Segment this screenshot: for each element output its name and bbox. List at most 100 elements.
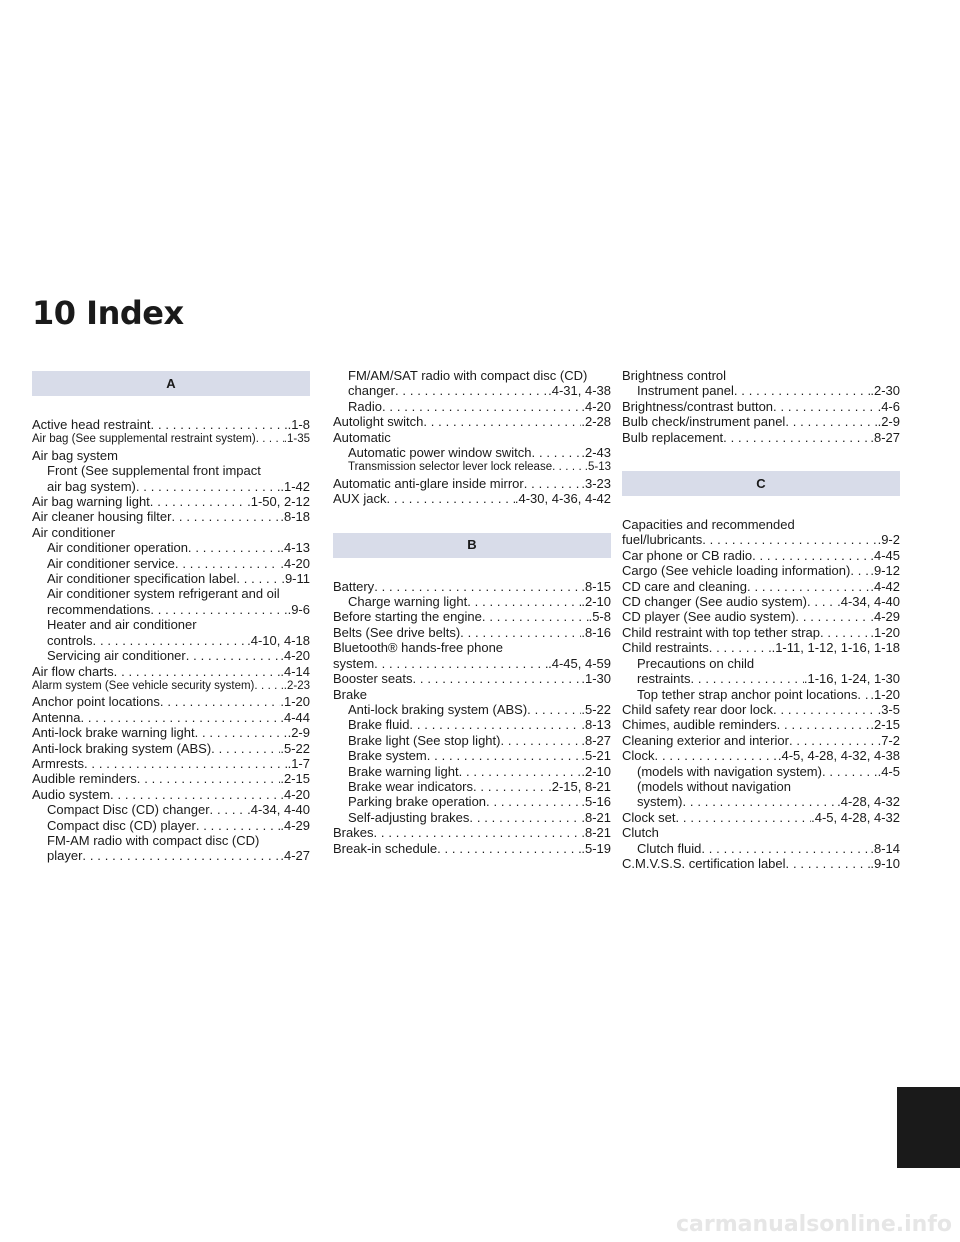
entry-term: Audible reminders	[32, 771, 137, 787]
entry-page-ref: .2-28	[581, 414, 611, 430]
entry-term: Air bag system	[32, 447, 118, 463]
entry-term: Booster seats	[333, 671, 413, 687]
entry-page-ref: .2-9	[287, 725, 310, 741]
section-letter-c: C	[622, 471, 900, 497]
entry-term: Child restraints	[622, 640, 709, 656]
entry-term: fuel/lubricants	[622, 532, 703, 548]
dot-leader: . . . . . . . . . . . . . . . . . . . . …	[211, 740, 280, 756]
entry-term: Compact disc (CD) player	[47, 817, 196, 833]
index-entry: Clutch	[622, 825, 900, 840]
entry-term: Brake light (See stop light)	[348, 732, 501, 748]
entry-page-ref: .8-18	[280, 509, 310, 525]
entry-page-ref: .2-15, 8-21	[548, 778, 611, 794]
index-entry: Brake	[333, 687, 611, 702]
watermark: carmanualsonline.info	[676, 1212, 952, 1237]
entry-term: Parking brake operation	[348, 794, 487, 810]
dot-leader: . . . . . . . . . . . . . . . . . . . . …	[374, 578, 581, 594]
entry-term: Brightness control	[622, 368, 727, 383]
dot-leader: . . . . . . . . . . . . . . . . . . . . …	[701, 840, 870, 856]
index-subentry: Brake light (See stop light) . . . . . .…	[333, 733, 611, 748]
dot-leader: . . . . . . . . . . . . . . . . . . . . …	[194, 725, 288, 741]
index-subentry: player . . . . . . . . . . . . . . . . .…	[32, 848, 310, 863]
entry-term: Anti-lock braking system (ABS)	[32, 740, 212, 756]
dot-leader: . . . . . . . . . . . . . . . . . . . . …	[773, 701, 878, 717]
dot-leader: . . . . . . . . . . . . . . . . . . . . …	[821, 763, 878, 779]
entry-term: Clutch fluid	[637, 840, 702, 856]
entry-page-ref: .2-10	[581, 763, 611, 779]
entry-page-ref: .4-28, 4-32	[837, 794, 900, 810]
entry-page-ref: .8-21	[581, 825, 611, 841]
index-subentry: Transmission selector lever lock release…	[333, 460, 611, 475]
entry-page-ref: .3-5	[877, 701, 900, 717]
dot-leader: . . . . . . . . . . . . . . . . . . . . …	[473, 778, 548, 794]
entry-term: Air conditioner specification label	[47, 571, 237, 587]
entry-term: Belts (See drive belts)	[333, 624, 461, 640]
index-subentry: Radio . . . . . . . . . . . . . . . . . …	[333, 399, 611, 414]
entry-page-ref: .5-22	[280, 740, 310, 756]
entry-term: Air bag (See supplemental restraint syst…	[32, 433, 256, 446]
entry-term: Front (See supplemental front impact	[47, 463, 261, 479]
dot-leader: . . . . . . . . . . . . . . . . . . . . …	[690, 671, 803, 687]
dot-leader: . . . . . . . . . . . . . . . . . . . . …	[486, 794, 581, 810]
dot-leader: . . . . . . . . . . . . . . . . . . . . …	[481, 609, 589, 625]
entry-term: Chimes, audible reminders	[622, 717, 777, 733]
index-entry: Break-in schedule . . . . . . . . . . . …	[333, 841, 611, 856]
index-entry: Air bag warning light . . . . . . . . . …	[32, 494, 310, 509]
entry-page-ref: .8-14	[870, 840, 900, 856]
entry-term: controls	[47, 632, 93, 648]
entry-page-ref: .4-45	[870, 547, 900, 563]
index-entry: Alarm system (See vehicle security syste…	[32, 679, 310, 694]
dot-leader: . . . . . . . . . . . . . . . . . . . . …	[394, 383, 548, 399]
dot-leader: . . . . . . . . . . . . . . . . . . . . …	[682, 794, 838, 810]
entry-page-ref: .2-43	[581, 445, 611, 461]
entry-term: Clutch	[622, 825, 659, 841]
entry-term: player	[47, 848, 83, 864]
dot-leader: . . . . . . . . . . . . . . . . . . . . …	[374, 655, 548, 671]
page-title: 10 Index	[32, 294, 184, 332]
entry-term: Air flow charts	[32, 663, 114, 679]
index-entry: Anti-lock brake warning light . . . . . …	[32, 725, 310, 740]
index-subentry: (models without navigation	[622, 779, 900, 794]
dot-leader: . . . . . . . . . . . . . . . . . . . . …	[708, 640, 772, 656]
dot-leader: . . . . . . . . . . . . . . . . . . . . …	[412, 671, 582, 687]
entry-term: Anti-lock braking system (ABS)	[348, 701, 528, 717]
entry-page-ref: .1-8	[287, 417, 310, 432]
index-entry: Anchor point locations . . . . . . . . .…	[32, 694, 310, 709]
entry-term: Cleaning exterior and interior	[622, 732, 789, 748]
index-entry: Automatic	[333, 430, 611, 445]
entry-term: Clock set	[622, 809, 676, 825]
entry-term: changer	[348, 383, 395, 399]
index-entry: Brightness/contrast button . . . . . . .…	[622, 399, 900, 414]
entry-term: Antenna	[32, 709, 81, 725]
index-subentry: Compact Disc (CD) changer . . . . . . . …	[32, 802, 310, 817]
entry-page-ref: .4-42	[870, 578, 900, 594]
dot-leader: . . . . . . . . . . . . . . . . . . . . …	[460, 624, 581, 640]
entry-term: Audio system	[32, 786, 111, 802]
entry-page-ref: .2-23	[283, 679, 310, 692]
index-subentry: Air conditioner system refrigerant and o…	[32, 586, 310, 601]
entry-page-ref: .3-23	[581, 475, 611, 491]
dot-leader: . . . . . . . . . . . . . . . . . . . . …	[150, 417, 288, 432]
entry-term: Bulb replacement	[622, 429, 724, 445]
index-entry: system . . . . . . . . . . . . . . . . .…	[333, 656, 611, 671]
index-entry: Air bag (See supplemental restraint syst…	[32, 432, 310, 447]
entry-page-ref: .1-35	[283, 433, 310, 446]
dot-leader: . . . . . . . . . . . . . . . . . . . . …	[747, 578, 870, 594]
entry-page-ref: .5-8	[588, 609, 611, 625]
entry-page-ref: .2-10	[581, 594, 611, 610]
index-entry: Anti-lock braking system (ABS) . . . . .…	[32, 741, 310, 756]
index-entry: Clock set . . . . . . . . . . . . . . . …	[622, 810, 900, 825]
entry-term: recommendations	[47, 601, 151, 617]
entry-term: Air cleaner housing filter	[32, 509, 172, 525]
entry-term: Air conditioner service	[47, 555, 175, 571]
entry-term: Bulb check/instrument panel	[622, 414, 786, 430]
dot-leader: . . . . . . . . . . . . . . . . . . . . …	[467, 594, 581, 610]
dot-leader: . . . . . . . . . . . . . . . . . . . . …	[788, 732, 878, 748]
entry-page-ref: .7-2	[877, 732, 900, 748]
index-subentry: FM/AM/SAT radio with compact disc (CD)	[333, 368, 611, 383]
dot-leader: . . . . . . . . . . . . . . . . . . . . …	[426, 748, 582, 764]
dot-leader: . . . . . . . . . . . . . . . . . . . . …	[82, 848, 280, 864]
dot-leader: . . . . . . . . . . . . . . . . . . . . …	[702, 532, 877, 548]
entry-term: CD care and cleaning	[622, 578, 748, 594]
